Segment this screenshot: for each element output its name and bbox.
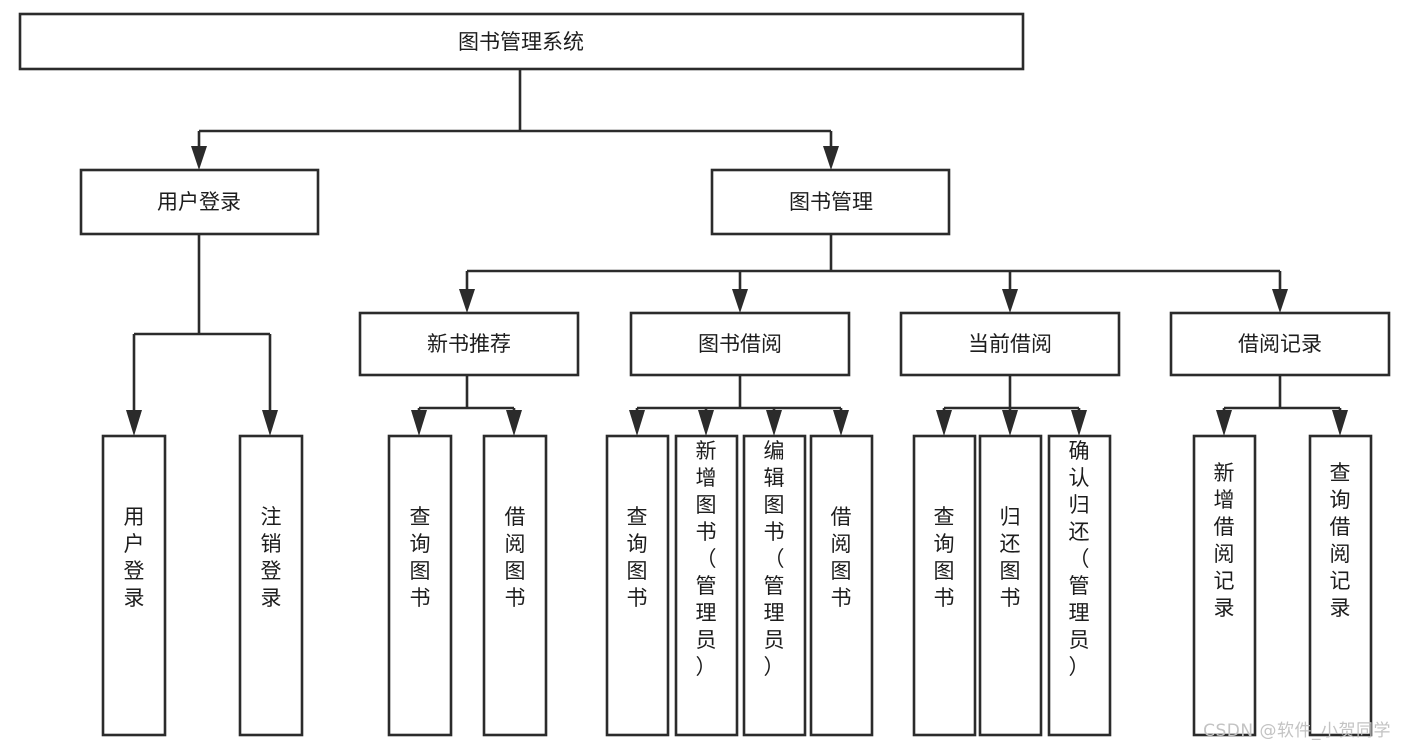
- node-leaf-query-book-recommend-box[interactable]: [387, 434, 453, 737]
- node-leaf-query-book-borrow-label: 查询图书: [627, 505, 648, 610]
- arrow-to-leaf-confirm-return-admin: [1071, 410, 1087, 436]
- node-book-borrow-box[interactable]: [629, 311, 851, 377]
- node-borrow-record[interactable]: 借阅记录: [1169, 311, 1391, 377]
- node-leaf-return-book-box[interactable]: [978, 434, 1043, 737]
- edges-new-book-recommend-to-leaves: [411, 375, 522, 436]
- node-current-borrow[interactable]: 当前借阅: [899, 311, 1121, 377]
- node-leaf-return-book[interactable]: 归还图书: [978, 434, 1043, 737]
- node-book-borrow-label: 图书借阅: [698, 332, 782, 356]
- node-user-login-label: 用户登录: [157, 190, 241, 214]
- node-book-borrow[interactable]: 图书借阅: [629, 311, 851, 377]
- edges-user-login-to-leaves: [126, 234, 278, 436]
- node-leaf-query-borrow-record[interactable]: 查询借阅记录: [1308, 434, 1373, 737]
- arrow-to-leaf-return-book: [1002, 410, 1018, 436]
- arrow-to-book-manage: [823, 146, 839, 170]
- arrow-to-leaf-query-book-borrow: [629, 410, 645, 436]
- node-leaf-borrow-book-recommend-label: 借阅图书: [505, 505, 526, 610]
- node-leaf-user-logout[interactable]: 注销登录: [238, 434, 304, 737]
- arrow-to-leaf-user-logout: [262, 410, 278, 436]
- arrow-to-leaf-edit-book-admin: [766, 410, 782, 436]
- node-leaf-query-book-borrow-box[interactable]: [605, 434, 670, 737]
- node-leaf-edit-book-admin-label: 编辑图书（管理员）: [764, 439, 785, 679]
- node-book-manage-box[interactable]: [710, 168, 951, 236]
- arrow-to-new-book-recommend: [459, 289, 475, 313]
- node-user-login-box[interactable]: [79, 168, 320, 236]
- arrow-to-leaf-borrow-book: [833, 410, 849, 436]
- arrow-to-current-borrow: [1002, 289, 1018, 313]
- node-new-book-recommend-label: 新书推荐: [427, 332, 511, 356]
- node-borrow-record-box[interactable]: [1169, 311, 1391, 377]
- node-leaf-query-book-current-label: 查询图书: [934, 505, 955, 610]
- node-book-manage-label: 图书管理: [789, 190, 873, 214]
- arrow-to-borrow-record: [1272, 289, 1288, 313]
- arrow-to-user-login: [191, 146, 207, 170]
- node-leaf-borrow-book[interactable]: 借阅图书: [809, 434, 874, 737]
- node-root[interactable]: 图书管理系统: [18, 12, 1025, 71]
- node-leaf-confirm-return-admin-box[interactable]: [1047, 434, 1112, 737]
- edges-book-borrow-to-leaves: [629, 375, 849, 436]
- node-leaf-borrow-book-recommend-box[interactable]: [482, 434, 548, 737]
- arrow-to-leaf-query-book-current: [936, 410, 952, 436]
- node-leaf-add-borrow-record[interactable]: 新增借阅记录: [1192, 434, 1257, 737]
- node-leaf-query-borrow-record-box[interactable]: [1308, 434, 1373, 737]
- node-leaf-return-book-label: 归还图书: [1000, 505, 1021, 610]
- node-leaf-borrow-book-box[interactable]: [809, 434, 874, 737]
- node-borrow-record-label: 借阅记录: [1238, 332, 1322, 356]
- node-leaf-borrow-book-label: 借阅图书: [831, 505, 852, 610]
- node-root-box[interactable]: [18, 12, 1025, 71]
- arrow-to-leaf-borrow-book-recommend: [506, 410, 522, 436]
- arrow-to-leaf-add-book-admin: [698, 410, 714, 436]
- node-leaf-user-login-label: 用户登录: [124, 505, 145, 610]
- node-book-manage[interactable]: 图书管理: [710, 168, 951, 236]
- node-leaf-borrow-book-recommend[interactable]: 借阅图书: [482, 434, 548, 737]
- node-leaf-confirm-return-admin-label: 确认归还（管理员）: [1069, 439, 1090, 679]
- node-leaf-edit-book-admin[interactable]: 编辑图书（管理员）: [742, 434, 807, 737]
- node-leaf-edit-book-admin-box[interactable]: [742, 434, 807, 737]
- node-leaf-query-book-recommend[interactable]: 查询图书: [387, 434, 453, 737]
- node-leaf-add-book-admin-label: 新增图书（管理员）: [696, 439, 717, 679]
- node-new-book-recommend[interactable]: 新书推荐: [358, 311, 580, 377]
- node-new-book-recommend-box[interactable]: [358, 311, 580, 377]
- arrow-to-leaf-add-borrow-record: [1216, 410, 1232, 436]
- node-leaf-query-book-borrow[interactable]: 查询图书: [605, 434, 670, 737]
- node-root-label: 图书管理系统: [458, 30, 584, 54]
- node-leaf-query-book-recommend-label: 查询图书: [410, 505, 431, 610]
- node-leaf-user-logout-label: 注销登录: [261, 505, 282, 610]
- arrow-to-leaf-query-book-recommend: [411, 410, 427, 436]
- node-leaf-add-book-admin[interactable]: 新增图书（管理员）: [674, 434, 739, 737]
- edges-borrow-record-to-leaves: [1216, 375, 1348, 436]
- node-leaf-user-login[interactable]: 用户登录: [101, 434, 167, 737]
- node-leaf-query-book-current[interactable]: 查询图书: [912, 434, 977, 737]
- edges-book-manage-to-level2: [459, 234, 1288, 313]
- node-leaf-add-book-admin-box[interactable]: [674, 434, 739, 737]
- node-leaf-confirm-return-admin[interactable]: 确认归还（管理员）: [1047, 434, 1112, 737]
- edges-root-to-level1: [191, 69, 839, 170]
- arrow-to-book-borrow: [732, 289, 748, 313]
- arrow-to-leaf-query-borrow-record: [1332, 410, 1348, 436]
- node-leaf-query-borrow-record-label: 查询借阅记录: [1330, 461, 1351, 620]
- node-current-borrow-box[interactable]: [899, 311, 1121, 377]
- node-current-borrow-label: 当前借阅: [968, 332, 1052, 356]
- node-leaf-add-borrow-record-label: 新增借阅记录: [1214, 461, 1235, 620]
- edges-current-borrow-to-leaves: [936, 375, 1087, 436]
- node-leaf-query-book-current-box[interactable]: [912, 434, 977, 737]
- node-leaf-add-borrow-record-box[interactable]: [1192, 434, 1257, 737]
- node-user-login[interactable]: 用户登录: [79, 168, 320, 236]
- node-leaf-user-login-box[interactable]: [101, 434, 167, 737]
- node-leaf-user-logout-box[interactable]: [238, 434, 304, 737]
- arrow-to-leaf-user-login: [126, 410, 142, 436]
